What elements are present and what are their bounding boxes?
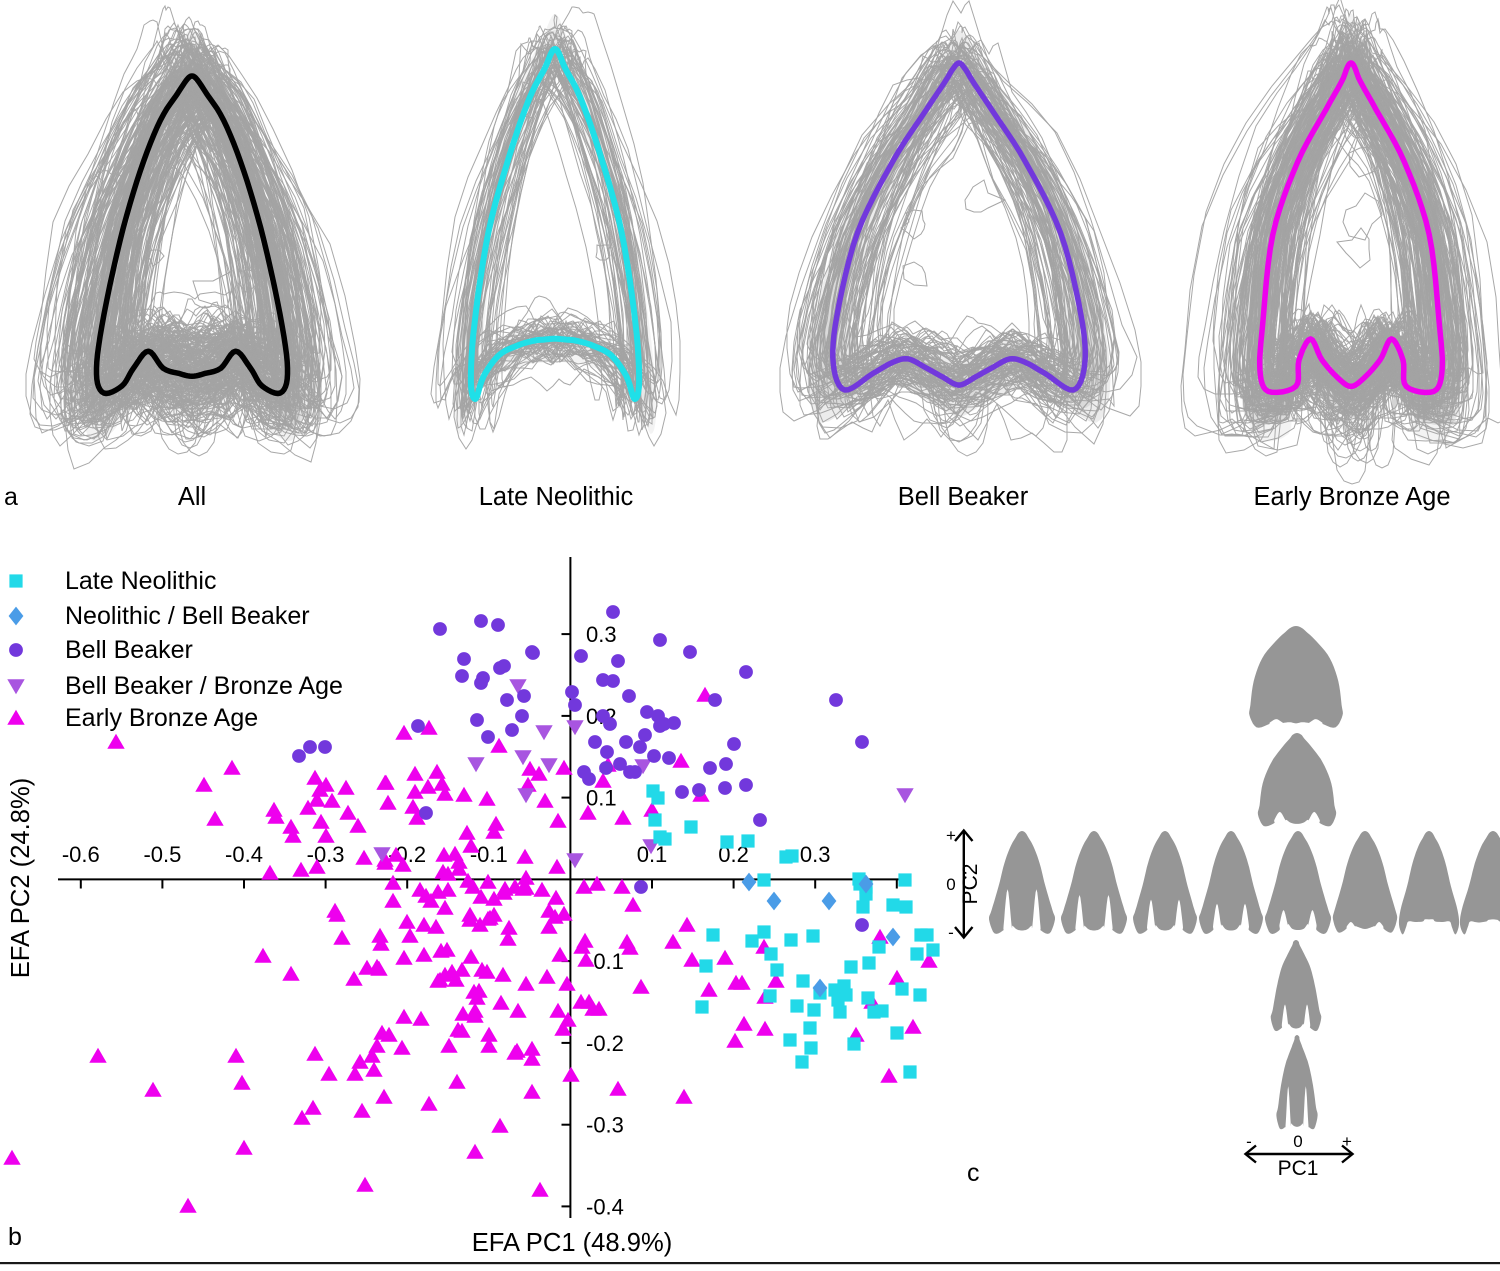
svg-text:Late Neolithic: Late Neolithic — [479, 483, 634, 511]
svg-text:0: 0 — [1293, 1132, 1302, 1151]
svg-text:0: 0 — [946, 875, 955, 894]
svg-text:Early Bronze Age: Early Bronze Age — [1253, 483, 1450, 511]
svg-text:-0.6: -0.6 — [62, 842, 100, 867]
svg-text:Bell Beaker: Bell Beaker — [65, 636, 193, 664]
svg-text:All: All — [178, 483, 206, 511]
svg-text:-0.2: -0.2 — [586, 1031, 624, 1056]
svg-text:EFA PC1 (48.9%): EFA PC1 (48.9%) — [472, 1229, 673, 1257]
svg-text:Bell Beaker / Bronze Age: Bell Beaker / Bronze Age — [65, 672, 343, 700]
svg-text:0.3: 0.3 — [800, 842, 831, 867]
svg-text:0.3: 0.3 — [586, 622, 617, 647]
svg-text:Early Bronze Age: Early Bronze Age — [65, 704, 258, 732]
svg-text:Late Neolithic: Late Neolithic — [65, 567, 216, 595]
svg-text:-0.3: -0.3 — [586, 1113, 624, 1138]
svg-text:-: - — [948, 923, 954, 942]
svg-text:-0.5: -0.5 — [143, 842, 181, 867]
svg-text:-0.1: -0.1 — [586, 949, 624, 974]
svg-text:a: a — [4, 483, 18, 511]
svg-text:EFA PC2 (24.8%): EFA PC2 (24.8%) — [7, 778, 35, 979]
svg-text:PC2: PC2 — [959, 864, 982, 905]
svg-text:0.1: 0.1 — [586, 786, 617, 811]
svg-text:-0.1: -0.1 — [470, 842, 508, 867]
svg-text:Neolithic / Bell Beaker: Neolithic / Bell Beaker — [65, 602, 310, 630]
svg-text:-: - — [1246, 1132, 1252, 1151]
svg-text:Bell Beaker: Bell Beaker — [898, 483, 1029, 511]
svg-text:c: c — [967, 1159, 980, 1187]
svg-text:PC1: PC1 — [1278, 1157, 1319, 1180]
svg-text:+: + — [946, 826, 956, 845]
svg-text:-0.4: -0.4 — [225, 842, 263, 867]
svg-text:-0.3: -0.3 — [307, 842, 345, 867]
svg-text:-0.4: -0.4 — [586, 1194, 624, 1219]
svg-text:+: + — [1342, 1132, 1352, 1151]
svg-text:b: b — [8, 1223, 22, 1251]
